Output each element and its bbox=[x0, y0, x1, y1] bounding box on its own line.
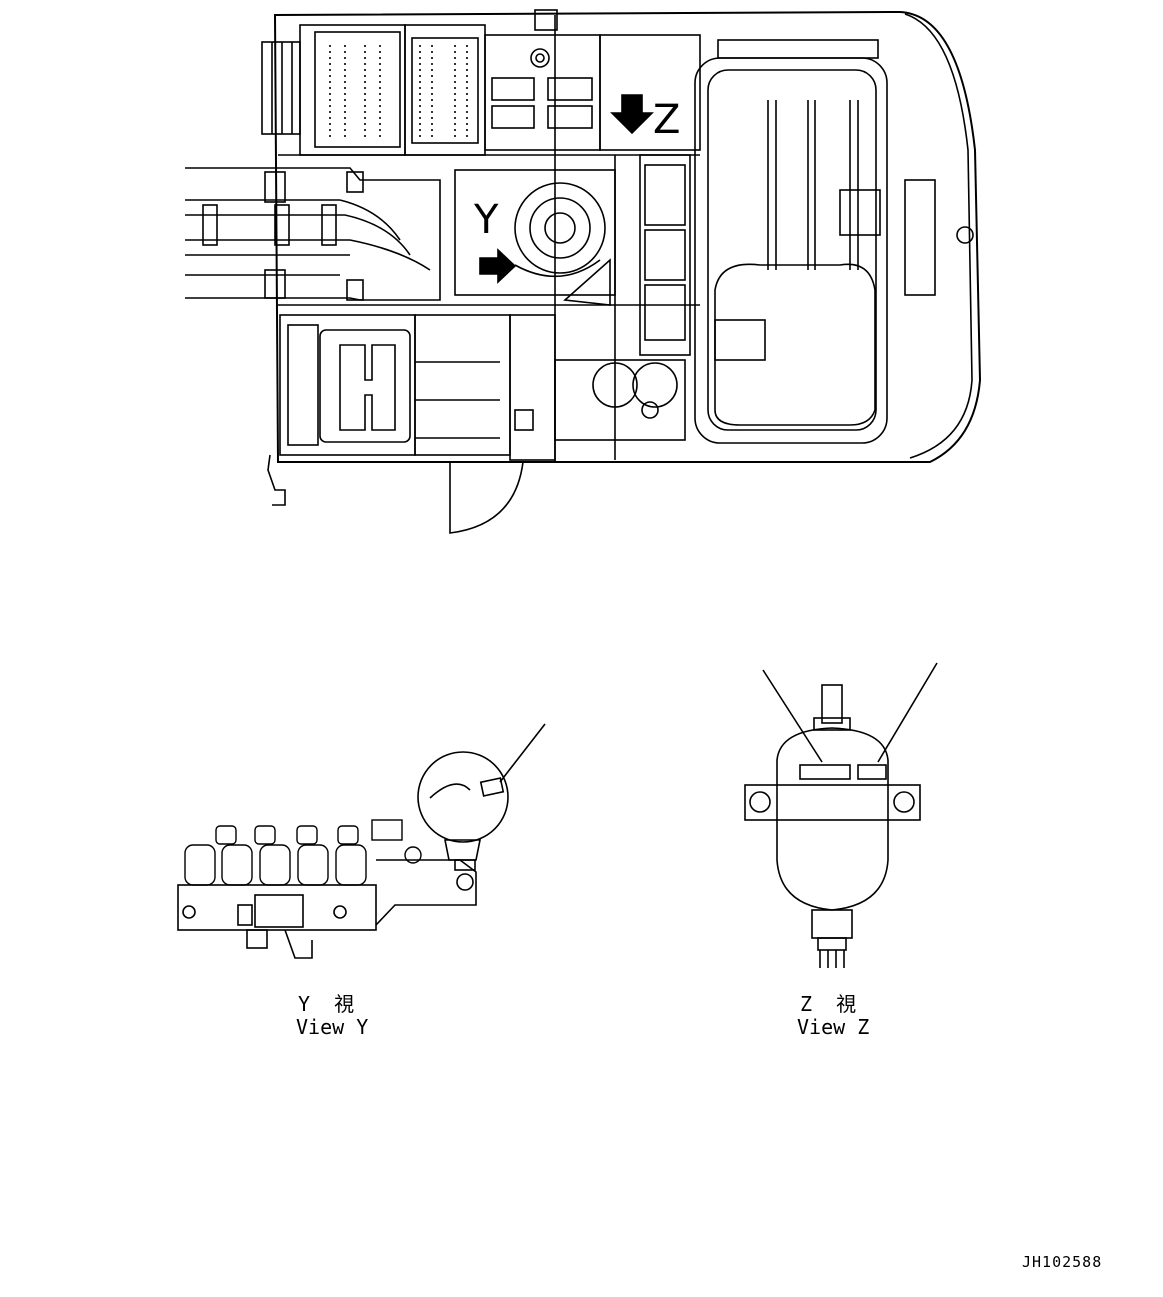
hydraulic-tank bbox=[279, 314, 556, 461]
bracket bbox=[267, 454, 286, 506]
view-y-caption-english: View Y bbox=[296, 1015, 369, 1039]
accumulator-top-port bbox=[821, 684, 843, 724]
cooling-unit bbox=[299, 24, 486, 156]
view-y-detail bbox=[177, 723, 546, 959]
engine-cover bbox=[484, 9, 601, 151]
view-y-callout-letter: Y bbox=[474, 197, 499, 243]
accumulator-body bbox=[776, 727, 889, 911]
view-z-arrow bbox=[599, 34, 701, 151]
operator-cab bbox=[694, 39, 974, 444]
valve-manifold bbox=[177, 884, 377, 931]
accumulator-sphere bbox=[417, 751, 509, 843]
view-y-arrow bbox=[454, 169, 616, 306]
view-z-callout-letter: Z bbox=[653, 97, 681, 143]
view-z-caption-kanji: Z 視 bbox=[800, 992, 857, 1016]
drawing-number: JH102588 bbox=[1022, 1253, 1103, 1271]
view-z-detail bbox=[744, 662, 938, 968]
view-z-caption-english: View Z bbox=[797, 1015, 870, 1039]
door-swing bbox=[449, 461, 524, 534]
view-y-caption-kanji: Y 視 bbox=[298, 992, 355, 1016]
control-valve-panel bbox=[614, 154, 691, 460]
filter-box bbox=[554, 359, 686, 441]
radiator bbox=[261, 41, 301, 135]
hose-bundle bbox=[185, 167, 441, 301]
machine-top-view bbox=[185, 9, 982, 534]
